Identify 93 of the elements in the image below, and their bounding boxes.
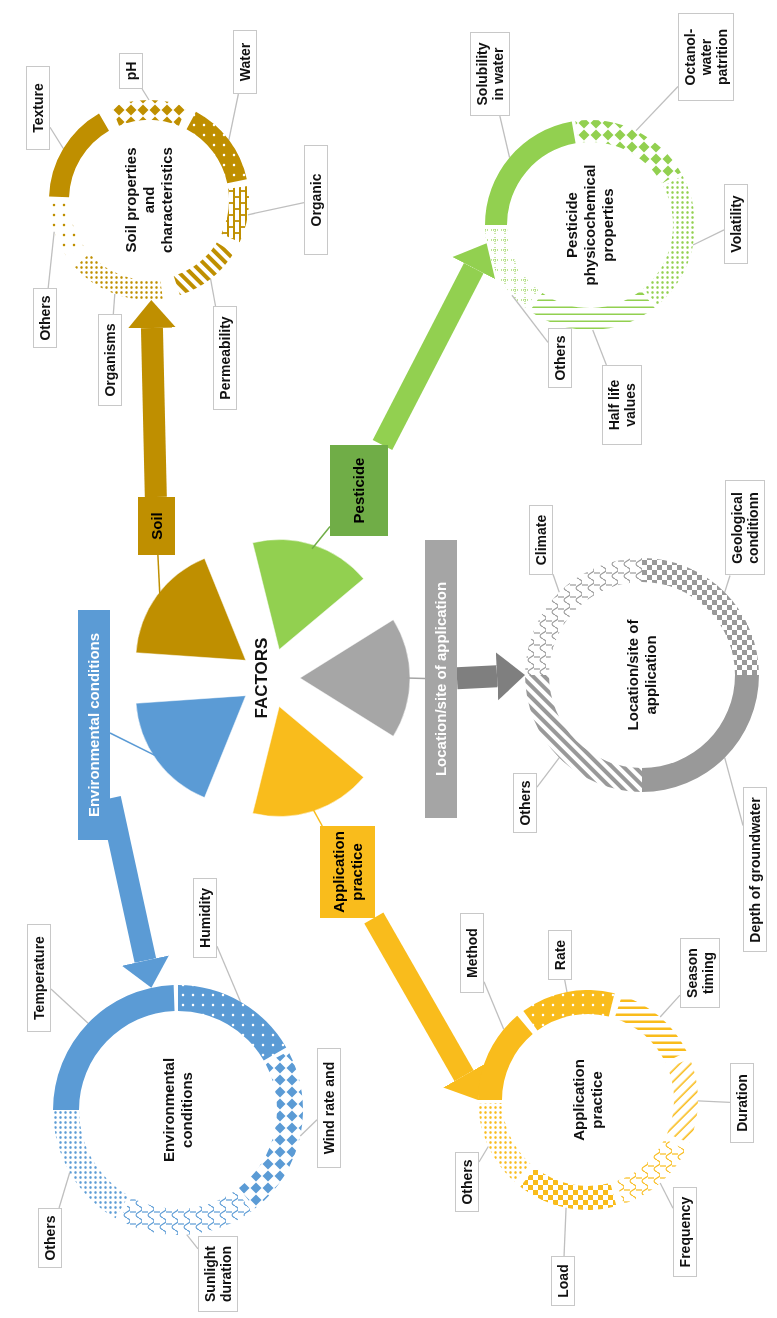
leader-line [635, 85, 679, 132]
ring-segment [173, 242, 234, 296]
callout-label: Water [233, 30, 258, 94]
callout-label: Solubility in water [470, 32, 511, 116]
callout-label: Organic [304, 145, 329, 255]
ring-title: Location/site of application [624, 618, 660, 733]
leader-line [299, 1119, 318, 1137]
callout-label: Volatility [724, 184, 749, 264]
leader-line [112, 293, 116, 315]
ring-segment [485, 227, 539, 308]
leader-line [697, 1100, 731, 1104]
callout-label: Climate [529, 505, 554, 575]
ring-segment [643, 175, 695, 306]
callout-label: Permeability [213, 306, 238, 410]
ring-segment [74, 253, 163, 300]
leader-line [216, 945, 242, 1003]
ring-title: Application practice [570, 1058, 606, 1143]
pie-sector [299, 619, 411, 737]
callout-label: Organisms [98, 314, 123, 406]
leader-line [186, 1234, 199, 1250]
leader-line [511, 294, 549, 343]
leader-line [478, 1145, 489, 1163]
block-arrow [372, 243, 496, 451]
callout-label: Others [33, 288, 58, 348]
leader-line [659, 1182, 674, 1209]
category-callout: Soil [138, 497, 175, 555]
ring-segment [529, 290, 655, 330]
callout-label: Half life values [602, 365, 643, 445]
category-callout: Pesticide [330, 445, 388, 536]
leader-line [692, 229, 725, 246]
category-callout: Application practice [320, 826, 375, 918]
leader-line [49, 126, 64, 150]
ring-segment [520, 1167, 617, 1210]
callout-label: Load [551, 1256, 576, 1306]
callout-label: Humidity [193, 878, 218, 958]
leader-line [659, 994, 681, 1018]
leader-line [564, 979, 568, 993]
leader-line [141, 88, 150, 101]
leader-line [47, 231, 55, 289]
callout-label: Texture [26, 66, 51, 150]
callout-label: Sunlight duration [198, 1236, 239, 1312]
callout-label: Frequency [673, 1187, 698, 1277]
leader-line [228, 93, 239, 141]
callout-label: Others [513, 773, 538, 833]
pie-sector [135, 558, 246, 661]
leader-line [724, 757, 744, 827]
callout-label: Season timing [680, 938, 721, 1008]
callout-label: Wind rate and [317, 1048, 342, 1168]
leader-line [58, 1171, 71, 1209]
leader-line [592, 329, 608, 366]
ring-segment [667, 1058, 698, 1143]
ring-segment [523, 990, 615, 1031]
leader-line [247, 201, 305, 216]
ring-segment [238, 1051, 303, 1209]
leader-line [209, 278, 217, 307]
callout-label: Temperature [27, 924, 52, 1032]
leader-line [552, 573, 560, 593]
block-arrow [364, 912, 485, 1100]
ring-segment [49, 202, 84, 258]
ring-segment [178, 985, 287, 1061]
ring-segment [53, 1110, 129, 1219]
callout-label: Depth of groundwater [743, 787, 768, 953]
callout-label: Others [38, 1208, 63, 1268]
block-arrow [456, 652, 525, 701]
pie-sector [135, 695, 246, 798]
block-arrow [127, 299, 176, 498]
ring-segment [478, 1103, 531, 1182]
leader-line [724, 574, 731, 593]
callout-tail [311, 525, 331, 550]
leader-line [50, 988, 89, 1024]
ring-segment [111, 100, 187, 126]
callout-label: Geological conditionn [725, 480, 766, 576]
callout-label: Duration [730, 1063, 755, 1143]
callout-label: Others [455, 1152, 480, 1212]
ring-title: Pesticide physicochemical properties [563, 163, 617, 288]
ring-segment [186, 111, 247, 184]
callout-label: Octanol- water patrition [678, 13, 735, 101]
category-callout: Environmental conditions [78, 610, 110, 840]
ring-title: Soil properties and characteristics [122, 146, 176, 255]
leader-line [536, 757, 560, 788]
ring-segment [49, 113, 109, 198]
callout-label: pH [119, 53, 144, 89]
ring-segment [478, 1015, 533, 1100]
category-callout: Location/site of application [425, 540, 457, 818]
leader-line [499, 115, 511, 159]
ring-segment [221, 186, 249, 243]
callout-label: Others [548, 328, 573, 388]
center-title: FACTORS [252, 637, 272, 719]
callout-label: Rate [548, 930, 573, 980]
callout-label: Method [460, 913, 485, 993]
ring-title: Environmental conditions [160, 1056, 196, 1165]
leader-line [483, 981, 505, 1030]
leader-line [563, 1207, 567, 1257]
